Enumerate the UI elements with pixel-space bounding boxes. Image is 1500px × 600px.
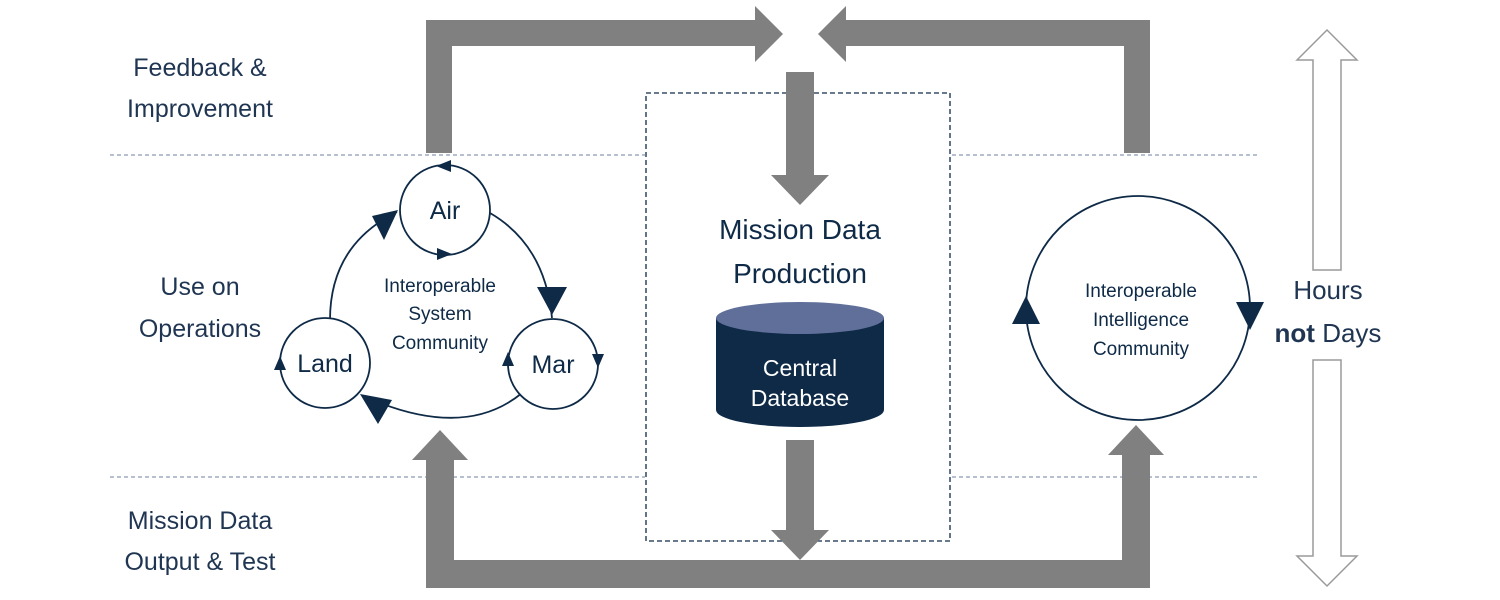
timing-rest: Days <box>1315 318 1381 348</box>
timing-line1: Hours <box>1293 275 1362 305</box>
cycle-head-land-to-air <box>372 210 398 240</box>
timing-emphasis: not <box>1275 318 1316 348</box>
row-label-feedback-line1: Feedback & <box>133 54 267 82</box>
feedback-arrow-right <box>818 6 1150 153</box>
intelligence-label-line1: Interoperable <box>1085 281 1197 302</box>
arrow-into-production <box>771 72 829 205</box>
intelligence-head-right <box>1236 302 1264 330</box>
node-air-head-bottom <box>437 248 452 260</box>
node-land-label: Land <box>297 350 353 378</box>
row-label-operations-line1: Use on <box>160 273 239 301</box>
row-label-output-line2: Output & Test <box>124 548 275 576</box>
node-air-head-top <box>436 160 451 172</box>
node-mar-head-right <box>592 354 604 368</box>
cycle-arc-mar-to-land <box>367 392 523 419</box>
node-air-label: Air <box>430 197 461 225</box>
production-title-line1: Mission Data <box>719 214 881 245</box>
row-labels: Feedback & Improvement Use on Operations… <box>124 54 275 576</box>
row-label-output-line1: Mission Data <box>128 507 273 535</box>
row-dividers <box>110 154 1258 478</box>
system-community-label-line1: Interoperable <box>384 276 496 297</box>
database-label-line2: Database <box>751 385 849 411</box>
production-title-line2: Production <box>733 258 867 289</box>
database-body <box>716 318 884 427</box>
intelligence-label-line3: Community <box>1093 339 1190 360</box>
double-arrow-down <box>1295 359 1359 588</box>
arrow-out-of-database <box>771 440 829 560</box>
intelligence-community-cycle: Interoperable Intelligence Community <box>1012 195 1264 421</box>
output-arrows <box>412 425 1164 588</box>
system-community-cycle: Air Mar Land Interoperable System Commun… <box>274 160 604 424</box>
double-arrow-up <box>1295 28 1359 271</box>
central-database: Central Database <box>716 302 884 427</box>
cycle-arc-air-to-mar <box>489 212 553 319</box>
node-mar-head-left <box>502 352 514 366</box>
timing-indicator: Hours not Days <box>1275 28 1382 588</box>
intelligence-ring <box>1025 195 1251 421</box>
node-land-head-left <box>274 356 286 370</box>
database-label-line1: Central <box>763 355 837 381</box>
system-community-label-line3: Community <box>392 333 489 354</box>
database-top <box>716 302 884 334</box>
cycle-head-air-to-mar <box>537 287 567 315</box>
cycle-head-mar-to-land <box>360 394 392 424</box>
node-mar-label: Mar <box>531 351 574 379</box>
row-label-feedback-line2: Improvement <box>127 95 273 123</box>
feedback-arrow-left <box>426 6 783 153</box>
timing-line2: not Days <box>1275 318 1382 348</box>
intelligence-label-line2: Intelligence <box>1093 310 1189 331</box>
row-label-operations-line2: Operations <box>139 315 261 343</box>
system-community-label-line2: System <box>408 304 471 325</box>
intelligence-head-left <box>1012 296 1040 324</box>
flow-arrows <box>412 6 1164 588</box>
mission-data-production: Mission Data Production Central Database <box>716 214 884 427</box>
